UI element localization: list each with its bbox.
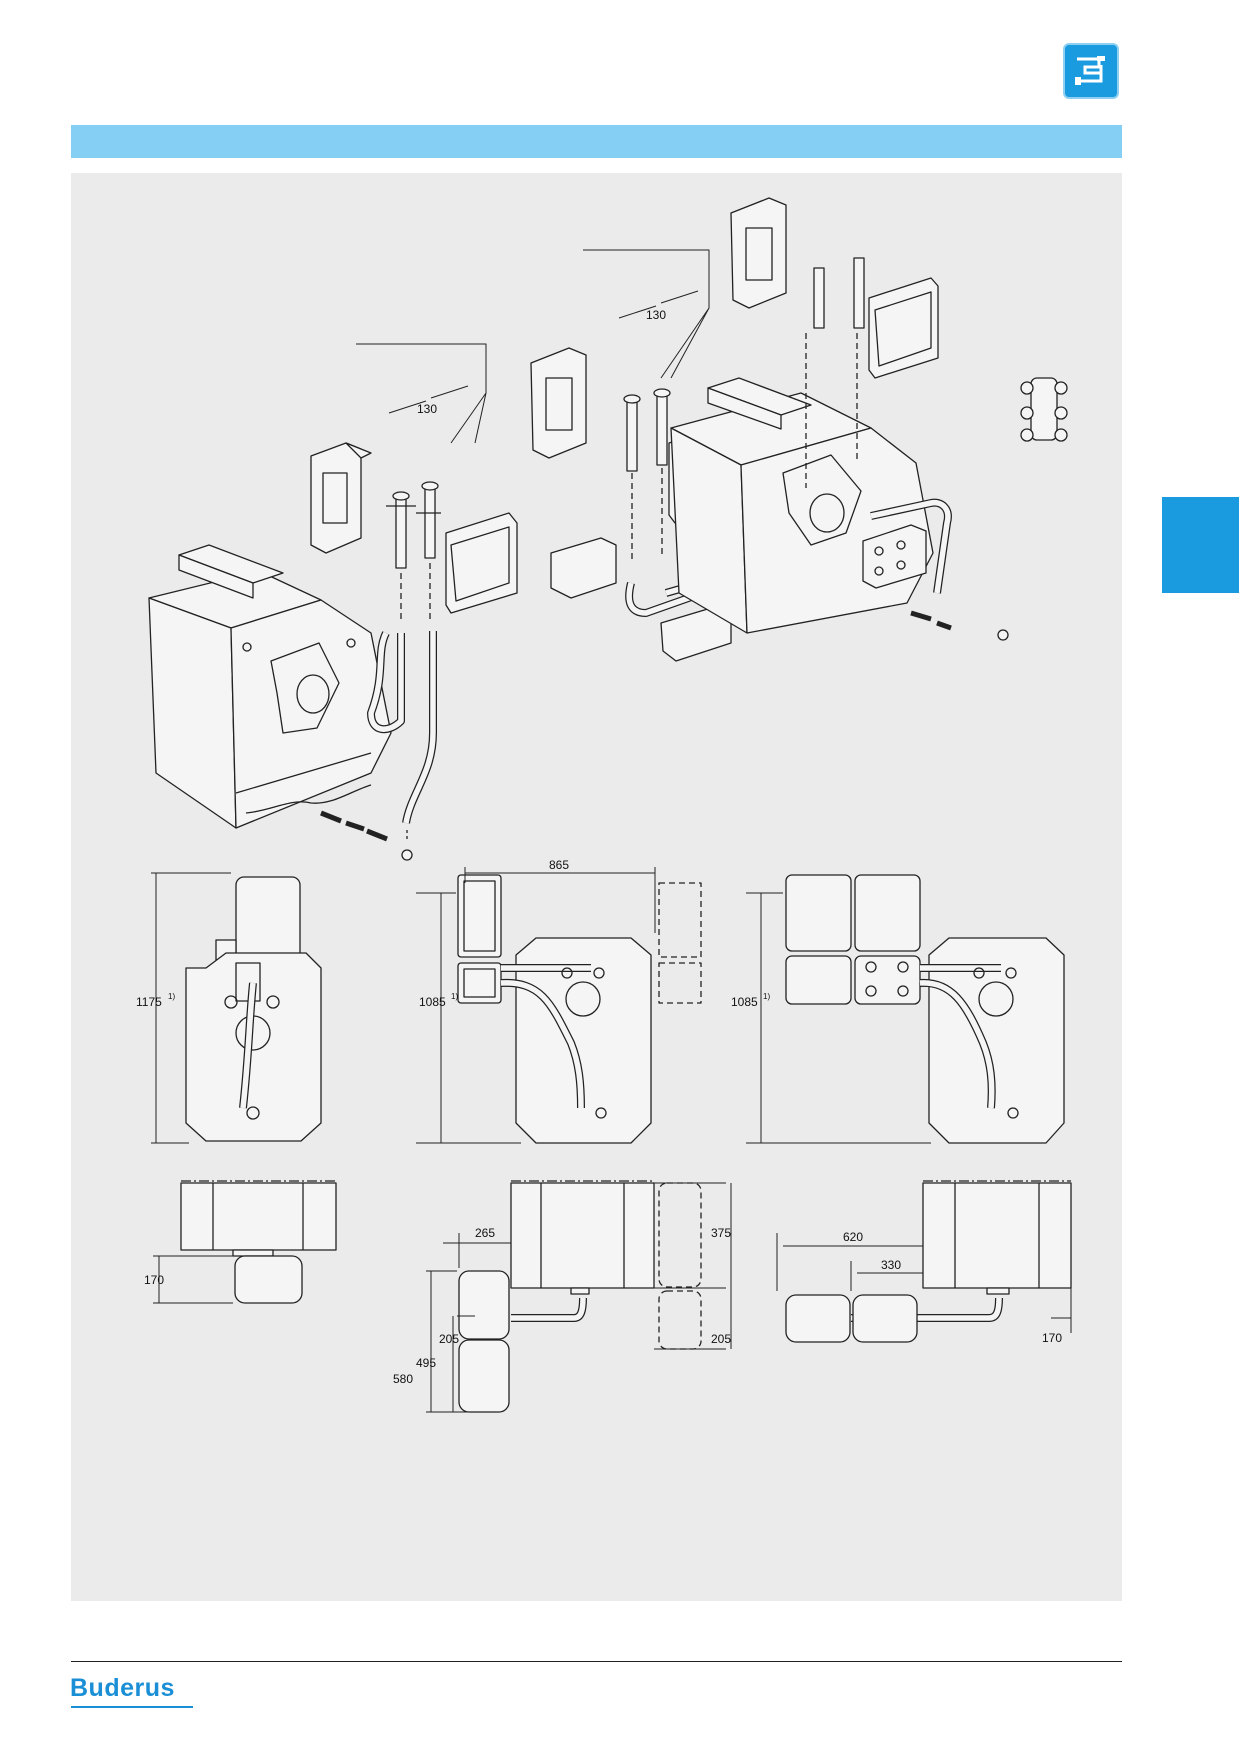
dim-top-right-620: 620 (843, 1230, 863, 1244)
front-view-left (185, 876, 322, 1142)
iso-right-insulation-front (868, 277, 939, 379)
brand-logo[interactable]: Buderus (70, 1674, 175, 1702)
iso-left-insulation-back (310, 442, 372, 554)
dim-top-right-170: 170 (1042, 1331, 1062, 1345)
dim-top-mid-205-right: 205 (711, 1332, 731, 1346)
iso-right-boiler (670, 377, 934, 634)
dim-top-mid-375: 375 (711, 1226, 731, 1240)
dim-front-mid-footnote: 1) (451, 992, 458, 1001)
front-view-mid-optional-shell (658, 882, 702, 1004)
iso-right-insulation-back (730, 197, 787, 309)
iso-left-insulation-front (445, 512, 518, 614)
iso-right-pump-group (805, 257, 1009, 641)
pipe-connection-icon (1063, 43, 1119, 99)
dim-front-mid-width: 865 (549, 858, 569, 872)
dim-top-mid-495: 495 (416, 1356, 436, 1370)
top-view-left (180, 1180, 337, 1304)
iso-mid-insulation-back (530, 347, 587, 459)
chapter-tab[interactable] (1162, 497, 1239, 593)
dim-front-mid-height: 1085 (419, 995, 446, 1009)
dim-front-right-footnote: 1) (763, 992, 770, 1001)
section-title-bar (71, 125, 1122, 158)
drawing-panel: 130 130 (71, 173, 1122, 1601)
front-view-right (785, 874, 1065, 1144)
dim-top-mid-265: 265 (475, 1226, 495, 1240)
dim-iso-mid-130: 130 (646, 308, 666, 322)
top-view-mid-optional-shell (658, 1182, 702, 1350)
dim-top-left-offset: 170 (144, 1273, 164, 1287)
dim-iso-left-130: 130 (417, 402, 437, 416)
top-view-right (785, 1180, 1072, 1343)
brand-logo-underline (71, 1706, 193, 1708)
dim-front-right-height: 1085 (731, 995, 758, 1009)
dim-front-left-footnote: 1) (168, 992, 175, 1001)
iso-mid-pump-group (623, 388, 671, 563)
dim-top-mid-580: 580 (393, 1372, 413, 1386)
front-view-mid (457, 874, 652, 1144)
iso-right-distributor (1020, 377, 1068, 442)
dim-top-mid-205-left: 205 (439, 1332, 459, 1346)
iso-left-pump-group (320, 481, 441, 861)
dim-front-left-height: 1175 (136, 995, 162, 1009)
dim-top-right-330: 330 (881, 1258, 901, 1272)
top-view-mid (458, 1180, 655, 1413)
footer-divider (71, 1661, 1122, 1662)
iso-left-boiler (148, 544, 392, 829)
